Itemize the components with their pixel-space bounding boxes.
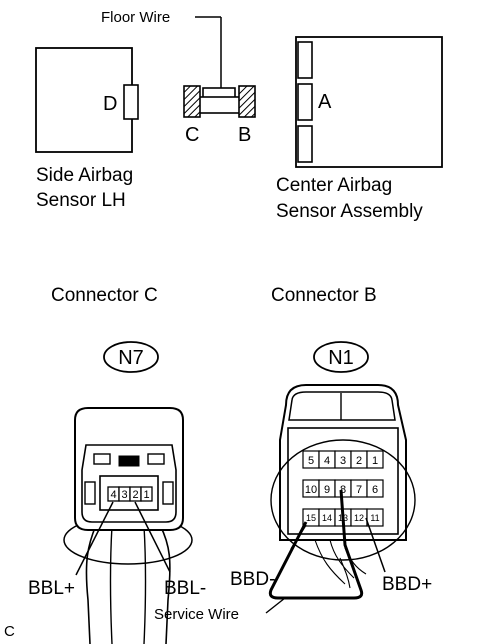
service-wire-loop xyxy=(268,489,364,600)
connector-b-title: Connector B xyxy=(271,285,377,306)
connector-b-pin: 3 xyxy=(340,455,346,467)
connector-b-harness-loop xyxy=(270,439,416,561)
connector-c-side-clip-left xyxy=(84,481,96,505)
terminal-bbl-minus: BBL- xyxy=(164,578,206,599)
connector-b-code-oval xyxy=(313,341,369,373)
terminal-label-a: A xyxy=(318,91,332,113)
connector-b-pin: 14 xyxy=(322,513,332,523)
connector-b-pin: 15 xyxy=(306,513,316,523)
service-wire-label: Service Wire xyxy=(154,606,239,623)
connector-b-pin: 4 xyxy=(324,455,330,467)
bbl-plus-leader xyxy=(75,501,114,576)
connector-b-pin: 11 xyxy=(370,513,379,523)
connector-c-pin: 3 xyxy=(121,489,127,501)
bbl-minus-leader xyxy=(134,501,171,573)
terminal-bbd-minus: BBD- xyxy=(230,569,275,590)
connector-c-harness-inner xyxy=(109,525,147,644)
connector-b-hatched xyxy=(238,85,256,118)
connector-b-pin: 12 xyxy=(354,513,364,523)
side-sensor-connector-d xyxy=(123,84,139,120)
side-sensor-name-line1: Side Airbag xyxy=(36,165,133,186)
connector-c-pin-cell xyxy=(140,486,153,502)
connector-b-code: N1 xyxy=(328,347,354,369)
connector-b-pin: 5 xyxy=(308,455,314,467)
bbd-plus-leader xyxy=(365,517,386,573)
connector-c-harness xyxy=(85,524,171,644)
terminal-bbd-plus: BBD+ xyxy=(382,574,432,595)
terminal-bbl-plus: BBL+ xyxy=(28,578,75,599)
center-sensor-slot-bottom xyxy=(297,125,313,163)
figure-code: C xyxy=(4,623,15,640)
terminal-label-d: D xyxy=(103,93,117,115)
connector-c-top-slot-left xyxy=(93,453,111,465)
center-airbag-sensor-box xyxy=(295,36,443,168)
center-sensor-slot-top xyxy=(297,41,313,79)
wire-end-label-c: C xyxy=(185,124,199,146)
connector-c-title: Connector C xyxy=(51,285,158,306)
connector-b-top-ridge xyxy=(288,391,396,421)
connector-b-pin: 1 xyxy=(372,455,378,467)
connector-b-pin: 10 xyxy=(305,484,317,496)
connector-c-code-oval xyxy=(103,341,159,373)
center-sensor-name-line2: Sensor Assembly xyxy=(276,201,423,222)
wire-end-label-b: B xyxy=(238,124,251,146)
connector-c-side-clip-right xyxy=(162,481,174,505)
connector-c-hatched xyxy=(183,85,201,118)
connector-b-harness-strands xyxy=(314,539,367,589)
floor-wire-link xyxy=(198,96,242,114)
side-airbag-sensor-box xyxy=(35,47,133,153)
connector-c-pin: 4 xyxy=(110,489,116,501)
connector-b-pin-cell xyxy=(366,508,384,527)
connector-b-pin-cell xyxy=(366,479,384,498)
connector-b-pin: 6 xyxy=(372,484,378,496)
floor-wire-label: Floor Wire xyxy=(101,9,170,26)
bbd-minus-leader xyxy=(290,524,307,550)
connector-b-pin-cell xyxy=(366,450,384,469)
connector-c-pin: 2 xyxy=(132,489,138,501)
center-sensor-name-line1: Center Airbag xyxy=(276,175,392,196)
connector-c-pin-row: 4 3 2 1 xyxy=(107,486,153,502)
side-sensor-name-line2: Sensor LH xyxy=(36,190,126,211)
connector-b-pin: 9 xyxy=(324,484,330,496)
connector-b-pin: 7 xyxy=(356,484,362,496)
connector-c-code: N7 xyxy=(118,347,144,369)
connector-c-top-slot-right xyxy=(147,453,165,465)
connector-c-lock-tab xyxy=(118,455,140,467)
connector-b-pin: 2 xyxy=(356,455,362,467)
connector-b-pin-rows: 5 4 3 2 1 10 9 8 7 6 15 14 13 12 11 xyxy=(302,450,384,527)
center-sensor-connector-a xyxy=(297,83,313,121)
connector-c-pin: 1 xyxy=(143,489,149,501)
connector-b-pin: 8 xyxy=(340,484,346,496)
service-wire-leader xyxy=(265,597,286,614)
